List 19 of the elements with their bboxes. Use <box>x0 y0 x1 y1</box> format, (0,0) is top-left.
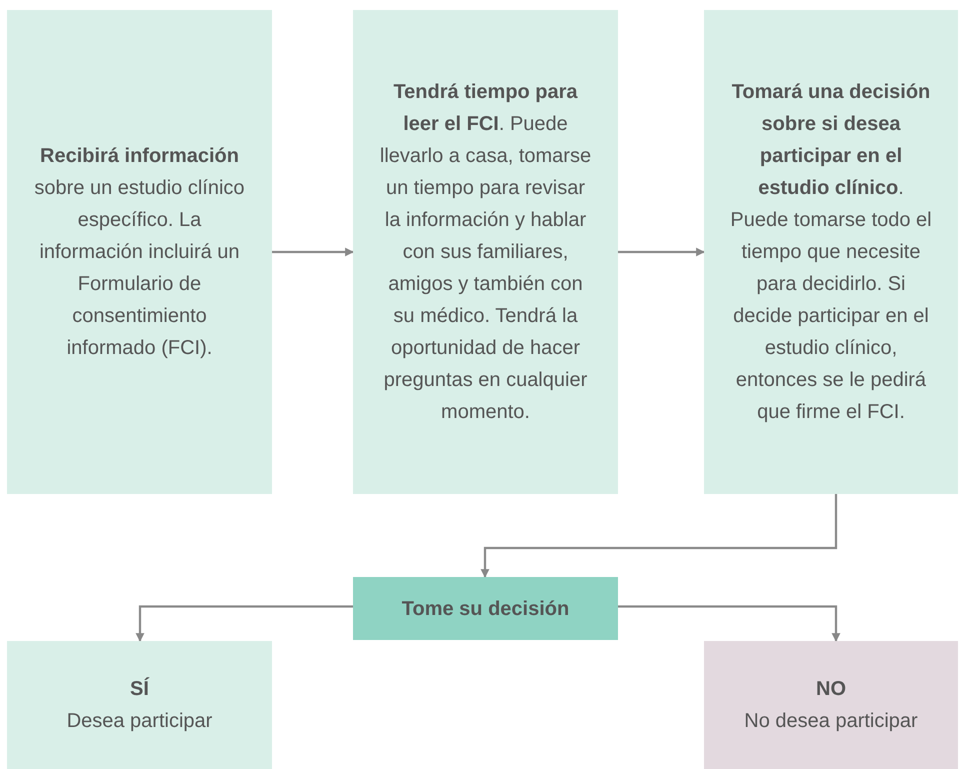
step-box <box>7 10 272 494</box>
answer-heading: SÍ <box>130 676 149 702</box>
step-box <box>704 10 958 494</box>
decision-box <box>353 577 618 640</box>
box-text: Tomará una decisión sobre si desea participar en el estudio clínico. Puede tomarse todo el tiempo que necesite para decidirlo. Si decide participar en el estudio clínico, entonces se le pedirá que firme el FCI. <box>730 80 932 425</box>
box-text: Recibirá información sobre un estudio clínico específico. La información incluirá un Formulario de consentimiento informado (FCI). <box>33 144 246 361</box>
answer-box <box>7 641 272 769</box>
box-text: Tome su decisión <box>402 596 570 622</box>
step-box <box>353 10 618 494</box>
arrow <box>618 605 840 642</box>
box-text: No desea participar <box>744 709 918 734</box>
box-text: Tendrá tiempo para leer el FCI. Puede llevarlo a casa, tomarse un tiempo para revisar la información y hablar con sus familiares, amigos y también con su médico. Tendrá la oportunidad de hacer preguntas en cualquier momento. <box>379 80 592 425</box>
arrow <box>272 248 354 256</box>
arrow <box>480 494 838 578</box>
arrow <box>618 248 705 256</box>
box-text: Desea participar <box>66 709 212 734</box>
answer-heading: NO <box>816 677 846 702</box>
answer-box <box>704 641 958 769</box>
arrow <box>136 605 353 642</box>
